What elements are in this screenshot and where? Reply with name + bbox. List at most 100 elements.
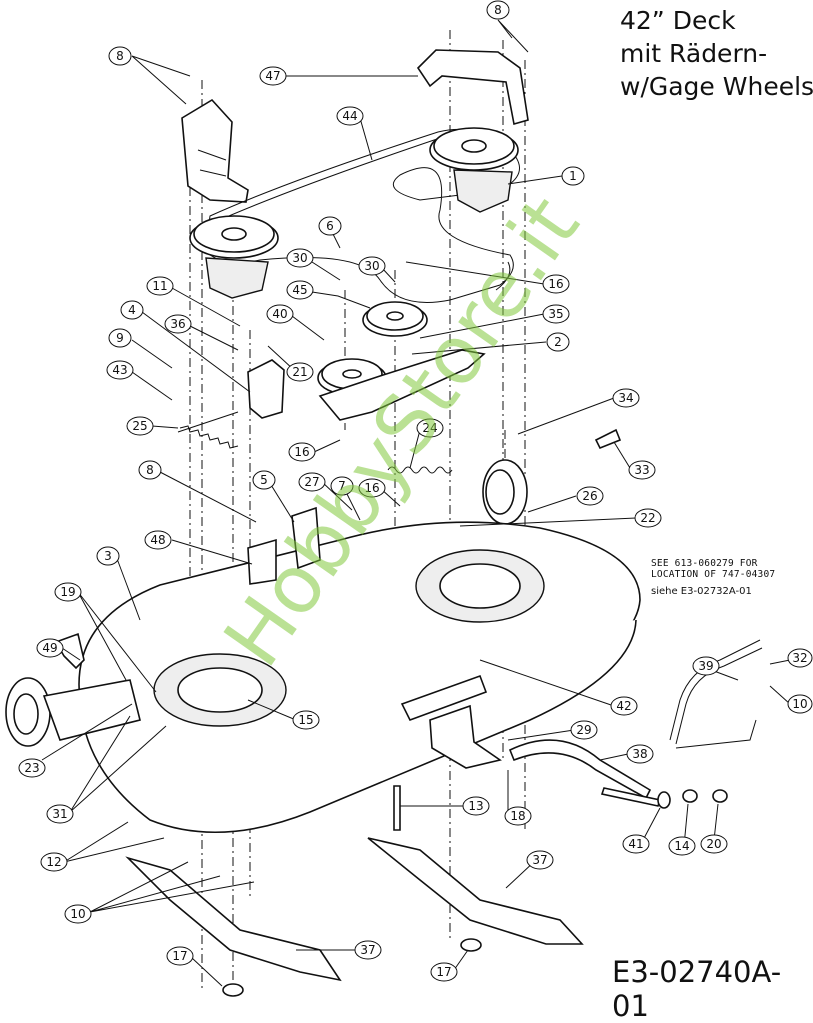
title-line-1: 42” Deck bbox=[620, 6, 736, 35]
callout-34: 34 bbox=[612, 388, 640, 408]
nut-14 bbox=[682, 789, 698, 803]
callout-38: 38 bbox=[626, 744, 654, 764]
callout-40: 40 bbox=[266, 304, 294, 324]
lift-link-rod-39 bbox=[669, 639, 763, 749]
callout-8-topleft: 8 bbox=[108, 46, 132, 66]
svg-text:4: 4 bbox=[128, 303, 136, 317]
svg-text:6: 6 bbox=[326, 219, 334, 233]
svg-text:8: 8 bbox=[146, 463, 154, 477]
svg-text:30: 30 bbox=[364, 259, 379, 273]
svg-text:7: 7 bbox=[338, 479, 346, 493]
callout-12: 12 bbox=[40, 852, 68, 872]
svg-text:29: 29 bbox=[576, 723, 591, 737]
callout-9: 9 bbox=[108, 328, 132, 348]
callout-16-top: 16 bbox=[542, 274, 570, 294]
blade-nut-right bbox=[460, 938, 482, 952]
svg-text:24: 24 bbox=[422, 421, 437, 435]
right-spindle-pulley bbox=[429, 127, 519, 213]
diagram-code: E3-02740A-01 bbox=[612, 955, 782, 1023]
svg-text:15: 15 bbox=[298, 713, 313, 727]
callout-42: 42 bbox=[610, 696, 638, 716]
callout-41: 41 bbox=[622, 834, 650, 854]
callout-45: 45 bbox=[286, 280, 314, 300]
extension-spring bbox=[387, 466, 453, 474]
callout-22: 22 bbox=[634, 508, 662, 528]
svg-text:36: 36 bbox=[170, 317, 185, 331]
gage-wheel-right bbox=[482, 459, 528, 525]
callout-14: 14 bbox=[668, 836, 696, 856]
svg-text:10: 10 bbox=[70, 907, 85, 921]
svg-text:43: 43 bbox=[112, 363, 127, 377]
svg-text:8: 8 bbox=[116, 49, 124, 63]
idler-pulley-upper bbox=[362, 301, 428, 337]
svg-text:44: 44 bbox=[342, 109, 357, 123]
title-line-3: w/Gage Wheels bbox=[620, 72, 813, 101]
callout-10-right: 10 bbox=[787, 694, 813, 714]
callout-8-mid: 8 bbox=[138, 460, 162, 480]
svg-text:1: 1 bbox=[569, 169, 577, 183]
callout-39: 39 bbox=[692, 656, 720, 676]
exploded-parts-diagram: 8 8 47 44 1 6 30 30 16 11 4 36 45 40 35 … bbox=[5, 0, 813, 997]
callout-7: 7 bbox=[330, 476, 354, 496]
gage-wheel-left bbox=[5, 677, 141, 747]
lift-link-rod-38 bbox=[508, 739, 652, 800]
note-line-1: SEE 613-060279 FOR bbox=[651, 558, 758, 569]
bolt-13 bbox=[393, 785, 401, 831]
svg-text:37: 37 bbox=[532, 853, 547, 867]
svg-text:27: 27 bbox=[304, 475, 319, 489]
svg-text:8: 8 bbox=[494, 3, 502, 17]
svg-text:48: 48 bbox=[150, 533, 165, 547]
callout-18: 18 bbox=[504, 806, 532, 826]
mower-deck-housing bbox=[78, 521, 641, 834]
callout-17-right: 17 bbox=[430, 962, 458, 982]
svg-text:2: 2 bbox=[554, 335, 562, 349]
svg-text:41: 41 bbox=[628, 837, 643, 851]
svg-text:16: 16 bbox=[364, 481, 379, 495]
callout-29: 29 bbox=[570, 720, 598, 740]
svg-text:26: 26 bbox=[582, 489, 597, 503]
svg-text:13: 13 bbox=[468, 799, 483, 813]
callout-4: 4 bbox=[120, 300, 144, 320]
callout-32: 32 bbox=[787, 648, 813, 668]
svg-text:5: 5 bbox=[260, 473, 268, 487]
callouts: 8 8 47 44 1 6 30 30 16 11 4 36 45 40 35 … bbox=[18, 0, 813, 982]
svg-text:3: 3 bbox=[104, 549, 112, 563]
callout-5: 5 bbox=[252, 470, 276, 490]
callout-21: 21 bbox=[286, 362, 314, 382]
svg-text:20: 20 bbox=[706, 837, 721, 851]
svg-text:16: 16 bbox=[548, 277, 563, 291]
svg-text:31: 31 bbox=[52, 807, 67, 821]
svg-text:45: 45 bbox=[292, 283, 307, 297]
svg-text:33: 33 bbox=[634, 463, 649, 477]
idler-arm bbox=[318, 349, 486, 421]
callout-23: 23 bbox=[18, 758, 46, 778]
svg-text:49: 49 bbox=[42, 641, 57, 655]
callout-33: 33 bbox=[628, 460, 656, 480]
svg-text:12: 12 bbox=[46, 855, 61, 869]
svg-text:37: 37 bbox=[360, 943, 375, 957]
svg-text:21: 21 bbox=[292, 365, 307, 379]
svg-text:14: 14 bbox=[674, 839, 689, 853]
callout-44: 44 bbox=[336, 106, 364, 126]
callout-43: 43 bbox=[106, 360, 134, 380]
callout-25: 25 bbox=[126, 416, 154, 436]
callout-48: 48 bbox=[144, 530, 172, 550]
callout-1: 1 bbox=[561, 166, 585, 186]
right-belt-guard-bracket bbox=[416, 49, 529, 126]
bolt-33 bbox=[594, 428, 622, 450]
callout-35: 35 bbox=[542, 304, 570, 324]
callout-31: 31 bbox=[46, 804, 74, 824]
callout-17-left: 17 bbox=[166, 946, 194, 966]
rear-hitch-bracket bbox=[429, 704, 502, 769]
spring-25 bbox=[177, 411, 239, 449]
svg-text:18: 18 bbox=[510, 809, 525, 823]
left-spindle-pulley bbox=[189, 215, 279, 299]
blade-nut-left bbox=[222, 983, 244, 997]
svg-text:38: 38 bbox=[632, 747, 647, 761]
svg-text:19: 19 bbox=[60, 585, 75, 599]
svg-text:25: 25 bbox=[132, 419, 147, 433]
callout-11: 11 bbox=[146, 276, 174, 296]
note-line-2: LOCATION OF 747-04307 bbox=[651, 569, 776, 580]
svg-text:30: 30 bbox=[292, 251, 307, 265]
svg-text:35: 35 bbox=[548, 307, 563, 321]
